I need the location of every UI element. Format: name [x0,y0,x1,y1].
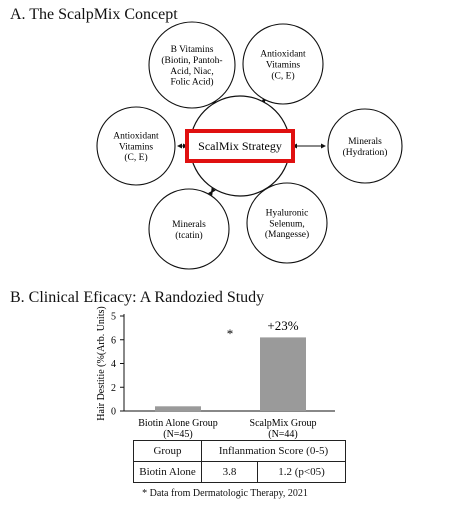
x-tick-label-1: ScalpMix Group(N=44) [250,418,317,440]
table-row: Biotin Alone 3.8 1.2 (p<05) [133,461,346,483]
significance-marker: * [227,326,234,341]
bar-1 [260,337,306,411]
y-tick-label-0: 0 [111,407,116,418]
inflammation-table: Group Inflanmation Score (0-5) Biotin Al… [133,440,346,483]
bar-0 [155,406,201,412]
connector-arrow-4 [208,187,216,196]
section-b-title: B. Clinical Eficacy: A Randozied Study [10,289,265,306]
table-cell-group: Biotin Alone [133,461,202,483]
x-tick-label-0: Biotin Alone Group(N=45) [138,418,217,440]
node-circle-4 [148,188,230,270]
node-circle-1 [242,23,324,105]
node-label-4: Minerals(tcatin) [172,220,206,241]
table-cell-result: 1.2 (p<05) [257,461,346,483]
node-label-2: Minerals(Hydration) [343,137,388,158]
table-header-score: Inflanmation Score (0-5) [201,440,346,462]
node-circle-0 [148,21,236,109]
center-highlight-box [185,129,295,163]
y-tick-label-2: 4 [111,359,116,370]
node-circle-3 [246,182,328,264]
y-tick-label-4: 5 [111,312,116,323]
center-label: ScalMix Strategy [198,139,282,153]
footnote: * Data from Dermatologic Therapy, 2021 [142,488,308,499]
y-tick-label-1: 2 [111,383,116,394]
y-axis-label: Hair Destitie (%(Arb. Units) [96,306,107,420]
table-cell-baseline: 3.8 [201,461,258,483]
scalpmix-concept-diagram: ScalMix Strategy B Vitamins(Biotin, Panto… [96,21,403,270]
node-circle-5 [96,106,176,186]
table-header-row: Group Inflanmation Score (0-5) [133,440,346,462]
y-tick-label-3: 6 [111,335,116,346]
clinical-efficacy-chart: 0 2 4 6 5 Hair Destitie (%(Arb. Units) Biotin … [96,306,335,440]
section-a-title: A. The ScalpMix Concept [10,6,178,23]
node-circle-2 [327,108,403,184]
increase-annotation: +23% [267,318,298,333]
table-header-group: Group [133,440,202,462]
node-label-0: B Vitamins(Biotin, Pantoh-Acid, Niac,Fol… [161,45,222,88]
